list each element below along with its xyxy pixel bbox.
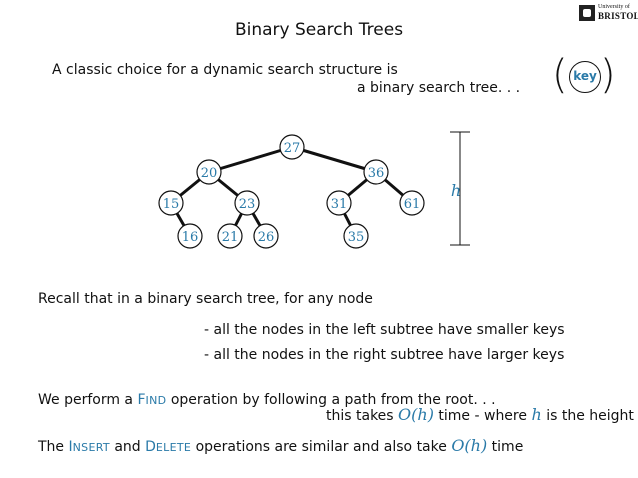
- node-circle: [399, 190, 425, 216]
- find-sentence: We perform a FIND operation by following…: [38, 392, 496, 408]
- crest-icon: [579, 5, 595, 21]
- bullet-right-subtree: - all the nodes in the right subtree hav…: [204, 347, 565, 363]
- node-circle: [177, 223, 203, 249]
- university-logo: University of BRISTOL: [579, 3, 638, 25]
- big-o-h-2: O(h): [451, 436, 488, 455]
- node-circle: [253, 223, 279, 249]
- height-label: h: [451, 181, 461, 200]
- takes-pre: this takes: [326, 408, 394, 424]
- node-label: 35: [348, 230, 365, 245]
- right-paren-icon: ): [600, 52, 616, 98]
- find-op: FIND: [137, 392, 166, 408]
- node-circle: [343, 223, 369, 249]
- node-label: 23: [239, 197, 256, 212]
- bullet-left-subtree: - all the nodes in the left subtree have…: [204, 322, 565, 338]
- find-small: IND: [145, 394, 167, 407]
- the-word: The: [38, 439, 65, 455]
- key-badge: ( key ): [552, 52, 616, 98]
- node-circle: [326, 190, 352, 216]
- node-label: 20: [201, 166, 218, 181]
- delete-cap: D: [145, 439, 156, 455]
- big-o-h: O(h): [398, 405, 434, 424]
- node-circle: [279, 134, 305, 160]
- node-label: 26: [258, 230, 275, 245]
- insert-delete-line: The INSERT and DELETE operations are sim…: [38, 436, 523, 455]
- recall-text: Recall that in a binary search tree, for…: [38, 291, 373, 307]
- ops-post: operations are similar and also take: [195, 439, 447, 455]
- node-label: 27: [284, 141, 301, 156]
- delete-small: ELETE: [155, 441, 192, 454]
- complexity-line: this takes O(h) time - where h is the he…: [326, 405, 634, 424]
- and-word: and: [114, 439, 141, 455]
- node-circle: [217, 223, 243, 249]
- insert-op: INSERT: [69, 439, 110, 455]
- slide-title: Binary Search Trees: [234, 20, 404, 40]
- node-label: 61: [404, 197, 421, 212]
- node-label: 21: [222, 230, 239, 245]
- takes-post: is the height: [546, 408, 634, 424]
- h-variable: h: [531, 405, 542, 424]
- node-circle: [234, 190, 260, 216]
- bst-diagram: 27 20 36 15 23 31 61 16 21 26 35 h: [158, 131, 470, 249]
- takes-mid: time - where: [438, 408, 527, 424]
- logo-line1: University of: [598, 4, 630, 10]
- node-label: 31: [331, 197, 348, 212]
- time-word: time: [491, 439, 524, 455]
- edge-27-36: [291, 145, 377, 174]
- logo-line2: BRISTOL: [598, 11, 638, 21]
- insert-cap: I: [68, 439, 73, 455]
- left-paren-icon: (: [552, 52, 568, 98]
- node-label: 36: [368, 166, 385, 181]
- find-pre: We perform a: [38, 392, 134, 408]
- intro-line1: A classic choice for a dynamic search st…: [52, 62, 398, 78]
- find-cap: F: [137, 392, 146, 408]
- node-label: 15: [163, 197, 180, 212]
- node-circle: [363, 159, 389, 185]
- intro-line2: a binary search tree. . .: [357, 80, 521, 96]
- node-circle: [158, 190, 184, 216]
- node-circle: [196, 159, 222, 185]
- insert-small: NSERT: [72, 441, 110, 454]
- find-post: operation by following a path from the r…: [170, 392, 496, 408]
- edge-27-20: [208, 145, 293, 174]
- key-circle: key: [569, 61, 601, 93]
- node-label: 16: [182, 230, 199, 245]
- delete-op: DELETE: [145, 439, 191, 455]
